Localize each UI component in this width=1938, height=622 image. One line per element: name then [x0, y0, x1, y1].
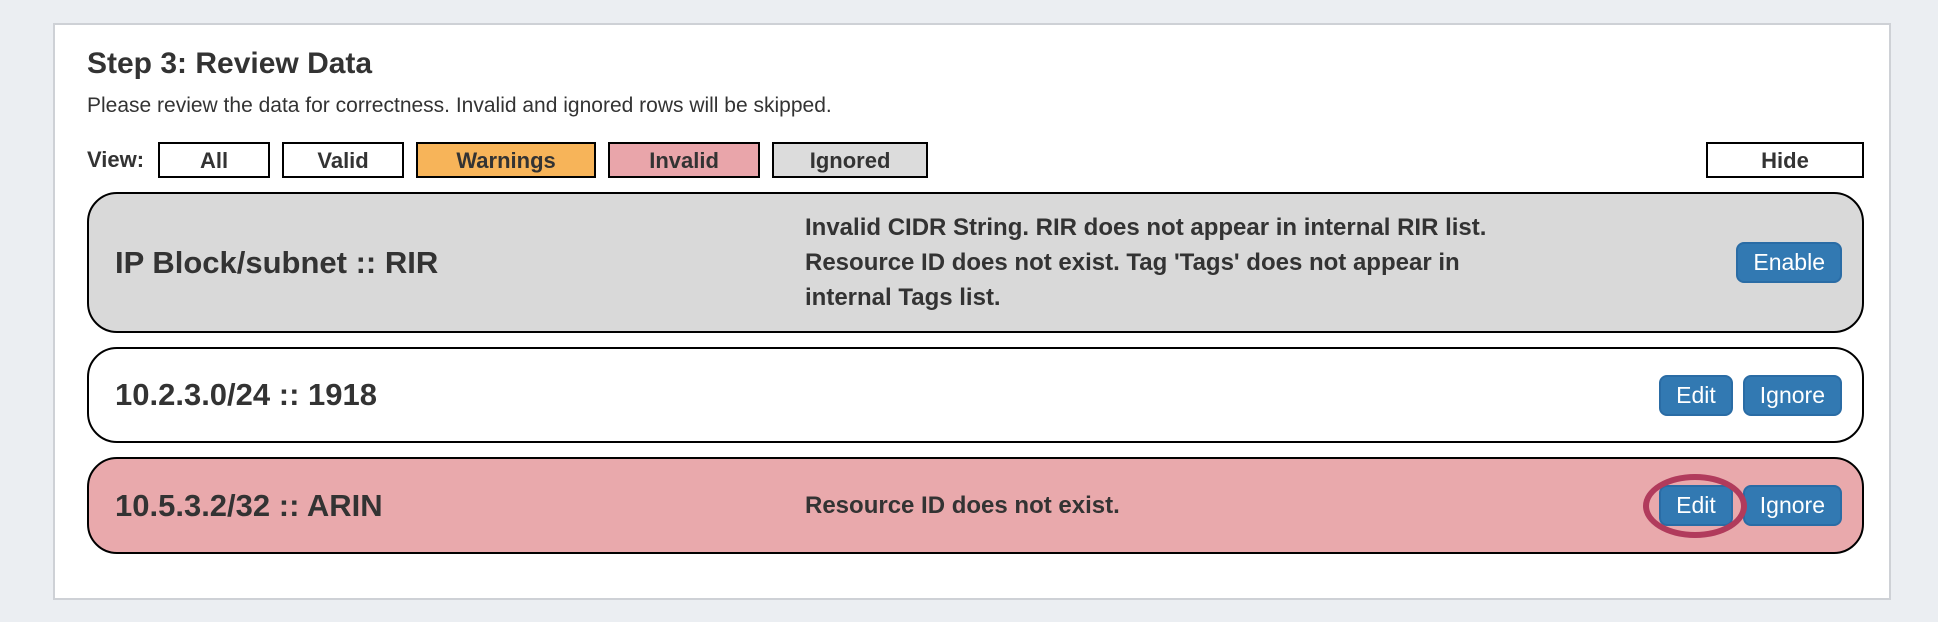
row-validation-message: Resource ID does not exist.	[805, 492, 1120, 519]
page-subtitle: Please review the data for correctness. …	[87, 94, 832, 117]
filter-valid-button[interactable]: Valid	[282, 142, 405, 178]
edit-button[interactable]: Edit	[1659, 485, 1733, 526]
ignore-button[interactable]: Ignore	[1742, 374, 1842, 416]
edit-button-annotated-wrap: Edit	[1643, 473, 1748, 538]
enable-button[interactable]: Enable	[1736, 242, 1842, 283]
review-row-valid: 10.2.3.0/24 :: 1918 Edit Ignore	[87, 347, 1864, 443]
filter-invalid-button[interactable]: Invalid	[608, 142, 761, 178]
row-validation-message: Invalid CIDR String. RIR does not appear…	[805, 214, 1487, 311]
review-data-panel: Step 3: Review Data Please review the da…	[53, 23, 1891, 600]
filter-all-button[interactable]: All	[158, 142, 271, 178]
row-label: 10.2.3.0/24 :: 1918	[115, 377, 377, 412]
page-title: Step 3: Review Data	[87, 47, 373, 80]
row-actions: Edit Ignore	[1643, 473, 1842, 538]
filter-ignored-button[interactable]: Ignored	[772, 142, 929, 178]
filter-warnings-button[interactable]: Warnings	[416, 142, 597, 178]
ignore-button[interactable]: Ignore	[1742, 485, 1842, 526]
view-label: View:	[87, 147, 145, 172]
view-filter-bar: View: All Valid Warnings Invalid Ignored…	[87, 142, 1864, 178]
row-actions: Enable	[1736, 242, 1842, 283]
review-row-ignored: IP Block/subnet :: RIR Invalid CIDR Stri…	[87, 192, 1864, 333]
edit-button[interactable]: Edit	[1659, 374, 1733, 416]
hide-button[interactable]: Hide	[1706, 142, 1864, 178]
row-actions: Edit Ignore	[1659, 374, 1842, 416]
row-label: IP Block/subnet :: RIR	[115, 244, 439, 280]
row-label: 10.5.3.2/32 :: ARIN	[115, 487, 383, 523]
review-row-invalid: 10.5.3.2/32 :: ARIN Resource ID does not…	[87, 457, 1864, 554]
